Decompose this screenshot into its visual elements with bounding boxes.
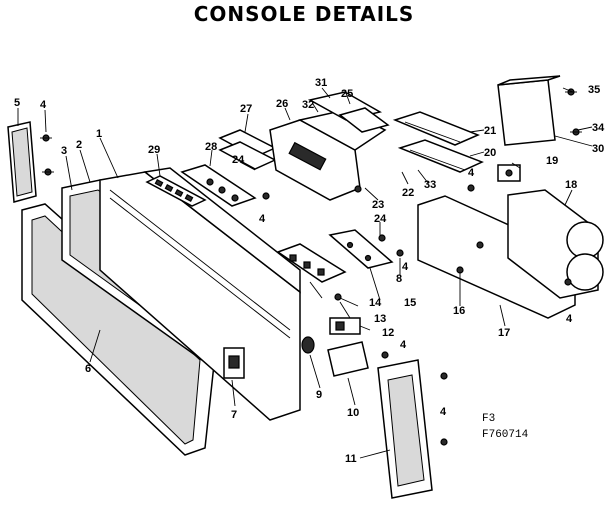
callout-14: 14 bbox=[369, 297, 382, 309]
screw-icon bbox=[440, 438, 448, 446]
callout-10: 10 bbox=[347, 407, 359, 419]
callout-8: 8 bbox=[396, 273, 402, 285]
switch-block-21 bbox=[392, 111, 480, 146]
callout-20: 20 bbox=[484, 147, 496, 159]
plate-15 bbox=[328, 229, 394, 269]
screw-icon bbox=[42, 168, 54, 176]
screw-icon bbox=[396, 249, 404, 257]
callout-1: 1 bbox=[96, 128, 102, 140]
callout-11: 11 bbox=[345, 453, 357, 465]
callout-6: 6 bbox=[85, 363, 91, 375]
callout-21: 21 bbox=[484, 125, 496, 137]
callout-15: 15 bbox=[404, 297, 416, 309]
switch-12 bbox=[329, 317, 361, 335]
callout-4-c: 4 bbox=[468, 167, 475, 179]
bolt-icon bbox=[334, 293, 359, 307]
tall-cover-11 bbox=[377, 359, 433, 499]
switch-panel-28 bbox=[180, 164, 257, 207]
figure-code: F3 bbox=[482, 413, 495, 425]
key-block-27 bbox=[218, 129, 277, 170]
callout-labels: 1 2 3 4 5 6 7 8 9 10 11 12 13 14 15 16 1… bbox=[14, 77, 605, 465]
switch-block-20 bbox=[397, 139, 484, 173]
callout-25: 25 bbox=[341, 88, 353, 100]
screw-icon bbox=[40, 134, 52, 142]
figure-number: F760714 bbox=[482, 429, 529, 441]
top-bracket-25-31 bbox=[307, 91, 390, 133]
callout-17: 17 bbox=[498, 327, 510, 339]
callout-4: 4 bbox=[40, 99, 47, 111]
callout-33: 33 bbox=[424, 179, 436, 191]
screw-icon bbox=[564, 278, 572, 286]
callout-32: 32 bbox=[302, 99, 314, 111]
end-bracket-5 bbox=[7, 121, 37, 203]
button-strip-29 bbox=[145, 175, 207, 207]
screw-icon bbox=[378, 234, 386, 242]
callout-5: 5 bbox=[14, 97, 20, 109]
screw-icon bbox=[262, 192, 270, 200]
screw-icon bbox=[354, 185, 362, 193]
control-unit-18 bbox=[507, 189, 604, 299]
callout-2: 2 bbox=[76, 139, 82, 151]
callout-30: 30 bbox=[592, 143, 604, 155]
cover-30 bbox=[497, 75, 561, 146]
callout-4-d: 4 bbox=[402, 261, 409, 273]
callout-24-b: 24 bbox=[374, 213, 387, 225]
callout-12: 12 bbox=[382, 327, 394, 339]
callout-29: 29 bbox=[148, 144, 160, 156]
callout-27: 27 bbox=[240, 103, 252, 115]
callout-24: 24 bbox=[232, 154, 245, 166]
screws bbox=[40, 88, 582, 446]
callout-28: 28 bbox=[205, 141, 217, 153]
push-button-block-14 bbox=[276, 243, 347, 283]
callout-23: 23 bbox=[372, 199, 384, 211]
callout-7: 7 bbox=[231, 409, 237, 421]
callout-31: 31 bbox=[315, 77, 327, 89]
callout-19: 19 bbox=[546, 155, 558, 167]
screw-icon bbox=[570, 128, 582, 136]
knob-9 bbox=[301, 336, 315, 354]
callout-34: 34 bbox=[592, 122, 605, 134]
page-title: CONSOLE DETAILS bbox=[193, 2, 415, 26]
callout-22: 22 bbox=[402, 187, 414, 199]
callout-16: 16 bbox=[453, 305, 465, 317]
callout-4-f: 4 bbox=[400, 339, 407, 351]
callout-3: 3 bbox=[61, 145, 67, 157]
callout-4-e: 4 bbox=[566, 313, 573, 325]
bracket-10 bbox=[327, 341, 369, 377]
callout-35: 35 bbox=[588, 84, 600, 96]
callout-13: 13 bbox=[374, 313, 386, 325]
figure-id: F3 F760714 bbox=[482, 413, 529, 441]
switch-7 bbox=[223, 347, 245, 379]
screw-icon bbox=[381, 351, 389, 359]
callout-4-b: 4 bbox=[259, 213, 266, 225]
switch-19 bbox=[497, 164, 521, 182]
screw-icon bbox=[467, 184, 475, 192]
callout-18: 18 bbox=[565, 179, 577, 191]
callout-26: 26 bbox=[276, 98, 288, 110]
callout-4-g: 4 bbox=[440, 406, 447, 418]
callout-9: 9 bbox=[316, 389, 322, 401]
screw-icon bbox=[440, 372, 448, 380]
leader-lines bbox=[17, 87, 593, 459]
